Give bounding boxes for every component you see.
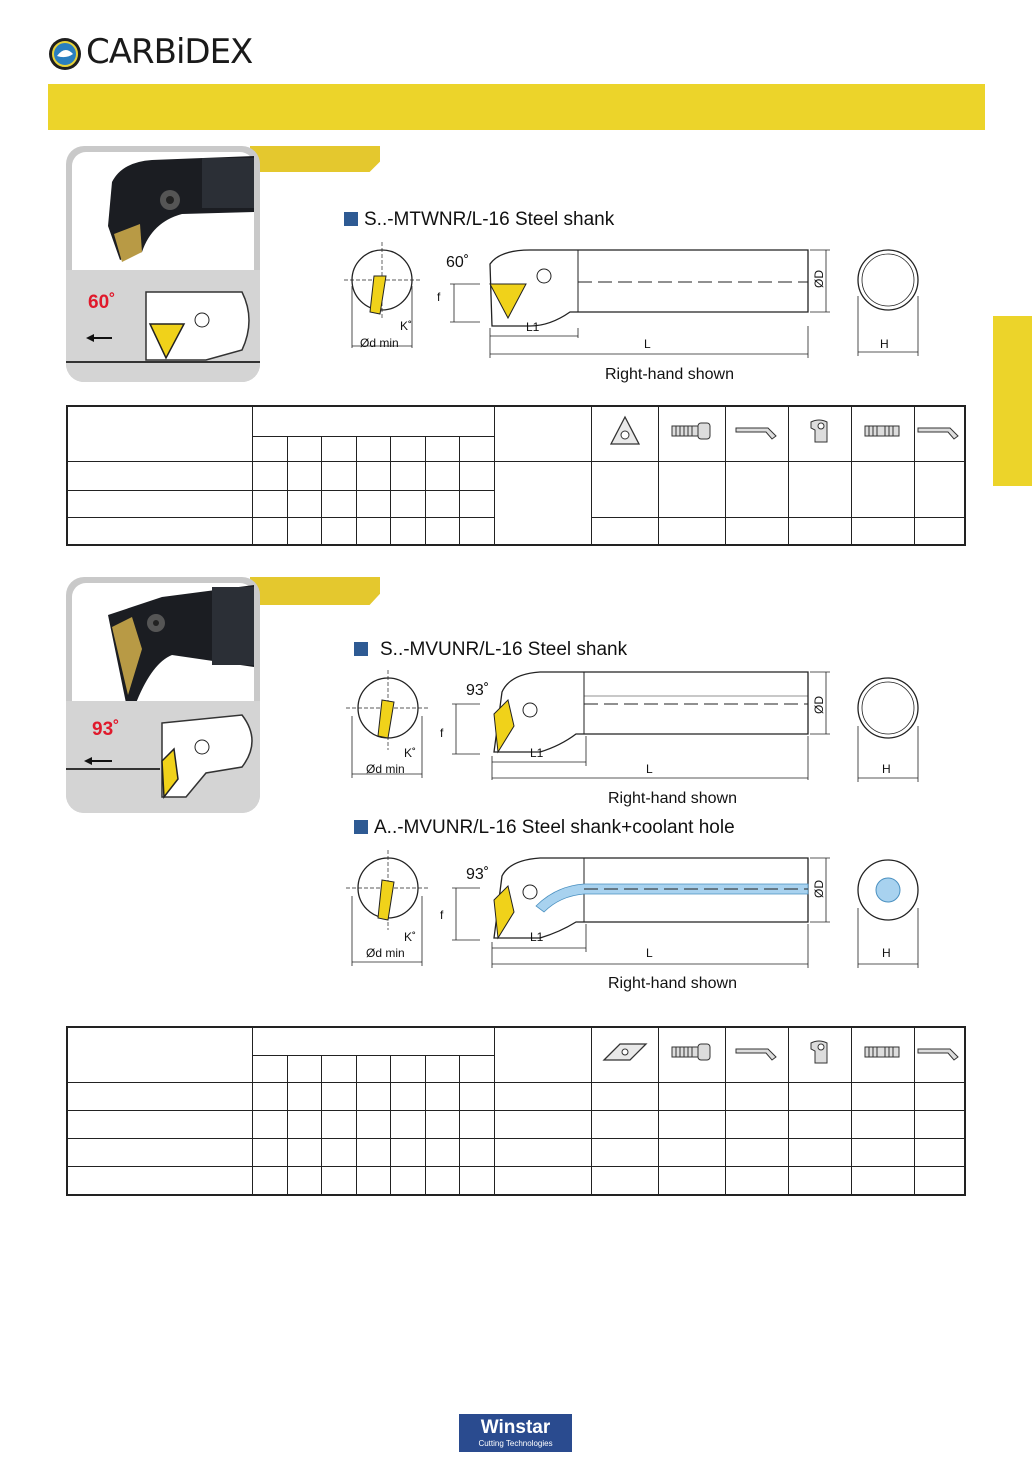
s2b-dim-f: f (440, 908, 444, 922)
section2-series-b: A..-MVUNR/L-16 Steel shank+coolant hole (354, 817, 735, 839)
th-insert-icon (590, 405, 659, 462)
hex-key-icon (917, 1048, 960, 1061)
hex-key-icon (735, 427, 777, 440)
s2a-dim-angle: 93˚ (466, 682, 490, 699)
table-row (66, 516, 966, 546)
th-key2 (913, 1026, 966, 1083)
table-row (66, 1137, 966, 1167)
table-row (66, 460, 966, 546)
double-screw-icon (864, 1046, 900, 1058)
series-marker-icon (354, 642, 368, 656)
section1-photo-card: 60˚ (66, 146, 260, 382)
triangle-insert-icon (609, 415, 640, 445)
th-code (66, 405, 253, 462)
brand-name: CARBiDEX (86, 32, 253, 72)
th-screw (657, 1026, 726, 1083)
section2-angle-label: 93˚ (92, 719, 120, 740)
section1-drawing (344, 242, 919, 358)
table-row (66, 1165, 966, 1196)
clamp-screw-icon (671, 1043, 711, 1061)
th-insert-icon (590, 1026, 659, 1083)
hex-key-icon (735, 1048, 777, 1061)
s2b-dim-angle: 93˚ (466, 866, 490, 883)
s2b-dim-D: ØD (812, 880, 826, 898)
s1-dim-H: H (880, 337, 889, 351)
clamp-icon (810, 419, 828, 443)
diamond-insert-icon (602, 1043, 648, 1061)
section2-spec-table (66, 1026, 966, 1196)
th-clamp (787, 1026, 852, 1083)
section2-cut-diagram (66, 714, 253, 800)
th-code (66, 1026, 253, 1083)
th-clamp (787, 405, 852, 462)
s1-dim-L: L (644, 337, 651, 351)
s2a-dim-f: f (440, 726, 444, 740)
th-screw (657, 405, 726, 462)
section2-tab (250, 577, 380, 605)
th-key1 (724, 405, 789, 462)
th-dims (252, 405, 495, 437)
th-dims (252, 1026, 495, 1056)
s1-dim-K: K˚ (400, 319, 412, 333)
clamp-icon (810, 1040, 828, 1064)
s2a-dim-dmin: Ød min (366, 762, 405, 776)
th-screw2 (850, 405, 915, 462)
th-insert (493, 405, 592, 462)
s1-dim-dmin: Ød min (360, 336, 399, 350)
s2b-caption: Right-hand shown (608, 975, 737, 992)
section1-spec-table (66, 405, 966, 546)
s1-dim-angle: 60˚ (446, 254, 470, 271)
section2-photo-card: 93˚ (66, 577, 260, 813)
brand-emblem-icon (49, 38, 81, 70)
footer-tagline: Cutting Technologies (478, 1439, 553, 1448)
section2-drawing-b (346, 850, 919, 968)
table-row (66, 1109, 966, 1139)
s1-dim-f: f (437, 290, 441, 304)
section2-drawing-a (346, 670, 919, 782)
s2b-dim-L1: L1 (530, 930, 544, 944)
s2b-dim-K: K˚ (404, 930, 416, 944)
section1-series: S..-MTWNR/L-16 Steel shank (344, 209, 614, 231)
side-tab (993, 316, 1032, 486)
s2b-dim-L: L (646, 946, 653, 960)
th-key1 (724, 1026, 789, 1083)
s2a-dim-L1: L1 (530, 746, 544, 760)
double-screw-icon (864, 425, 900, 437)
footer-brand: Winstar (480, 1417, 551, 1438)
s2b-dim-H: H (882, 946, 891, 960)
s1-dim-D: ØD (812, 270, 826, 288)
section1-angle-label: 60˚ (88, 292, 116, 313)
s2a-caption: Right-hand shown (608, 790, 737, 807)
section1-tab (250, 146, 380, 172)
th-key2 (913, 405, 966, 462)
section1-cut-diagram (66, 291, 260, 363)
footer-logo: Winstar Cutting Technologies (459, 1414, 572, 1452)
section2-series-a: S..-MVUNR/L-16 Steel shank (354, 639, 627, 661)
s1-caption: Right-hand shown (605, 366, 734, 383)
th-insert (493, 1026, 592, 1083)
s2b-dim-dmin: Ød min (366, 946, 405, 960)
boring-bar-photo (108, 585, 254, 701)
s1-dim-L1: L1 (526, 320, 540, 334)
brand-logo: CARBiDEX (48, 32, 253, 72)
s2a-dim-H: H (882, 762, 891, 776)
hex-key-icon (917, 427, 960, 440)
th-screw2 (850, 1026, 915, 1083)
clamp-screw-icon (671, 422, 711, 440)
series-marker-icon (354, 820, 368, 834)
boring-bar-photo (108, 156, 254, 262)
s2a-dim-K: K˚ (404, 746, 416, 760)
s2a-dim-D: ØD (812, 696, 826, 714)
table-row (66, 1081, 966, 1111)
series-marker-icon (344, 212, 358, 226)
header-band (48, 84, 985, 130)
s2a-dim-L: L (646, 762, 653, 776)
